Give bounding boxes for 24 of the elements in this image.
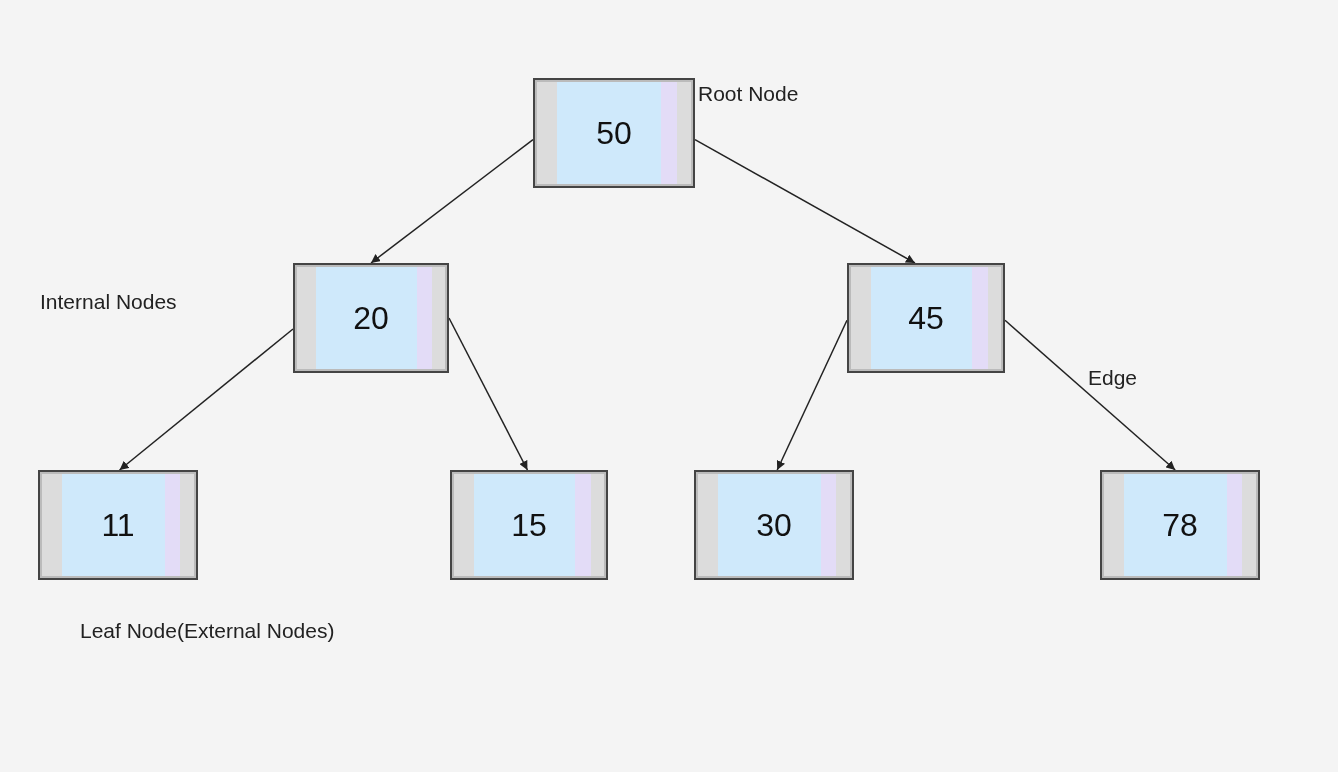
annotation-label: Internal Nodes (40, 290, 177, 314)
annotation-label: Leaf Node(External Nodes) (80, 619, 335, 643)
arrow (776, 319, 848, 471)
node-value: 45 (908, 299, 944, 337)
tree-node-box (450, 470, 608, 580)
arrow (118, 328, 294, 471)
node-value: 11 (101, 506, 135, 544)
tree-node-box (1100, 470, 1260, 580)
tree-node-box (694, 470, 854, 580)
arrow (370, 138, 534, 264)
tree-node-box (533, 78, 695, 188)
annotation-label: Root Node (698, 82, 799, 106)
arrow (1004, 319, 1176, 471)
node-value: 20 (353, 299, 389, 337)
node-value: 15 (511, 506, 547, 544)
tree-node-box (38, 470, 198, 580)
arrow (448, 317, 529, 471)
node-value: 78 (1162, 506, 1198, 544)
arrow (694, 138, 916, 264)
node-value: 30 (756, 506, 792, 544)
tree-node-box (293, 263, 449, 373)
tree-node-box (847, 263, 1005, 373)
annotation-label: Edge (1088, 366, 1138, 390)
node-value: 50 (596, 114, 632, 152)
